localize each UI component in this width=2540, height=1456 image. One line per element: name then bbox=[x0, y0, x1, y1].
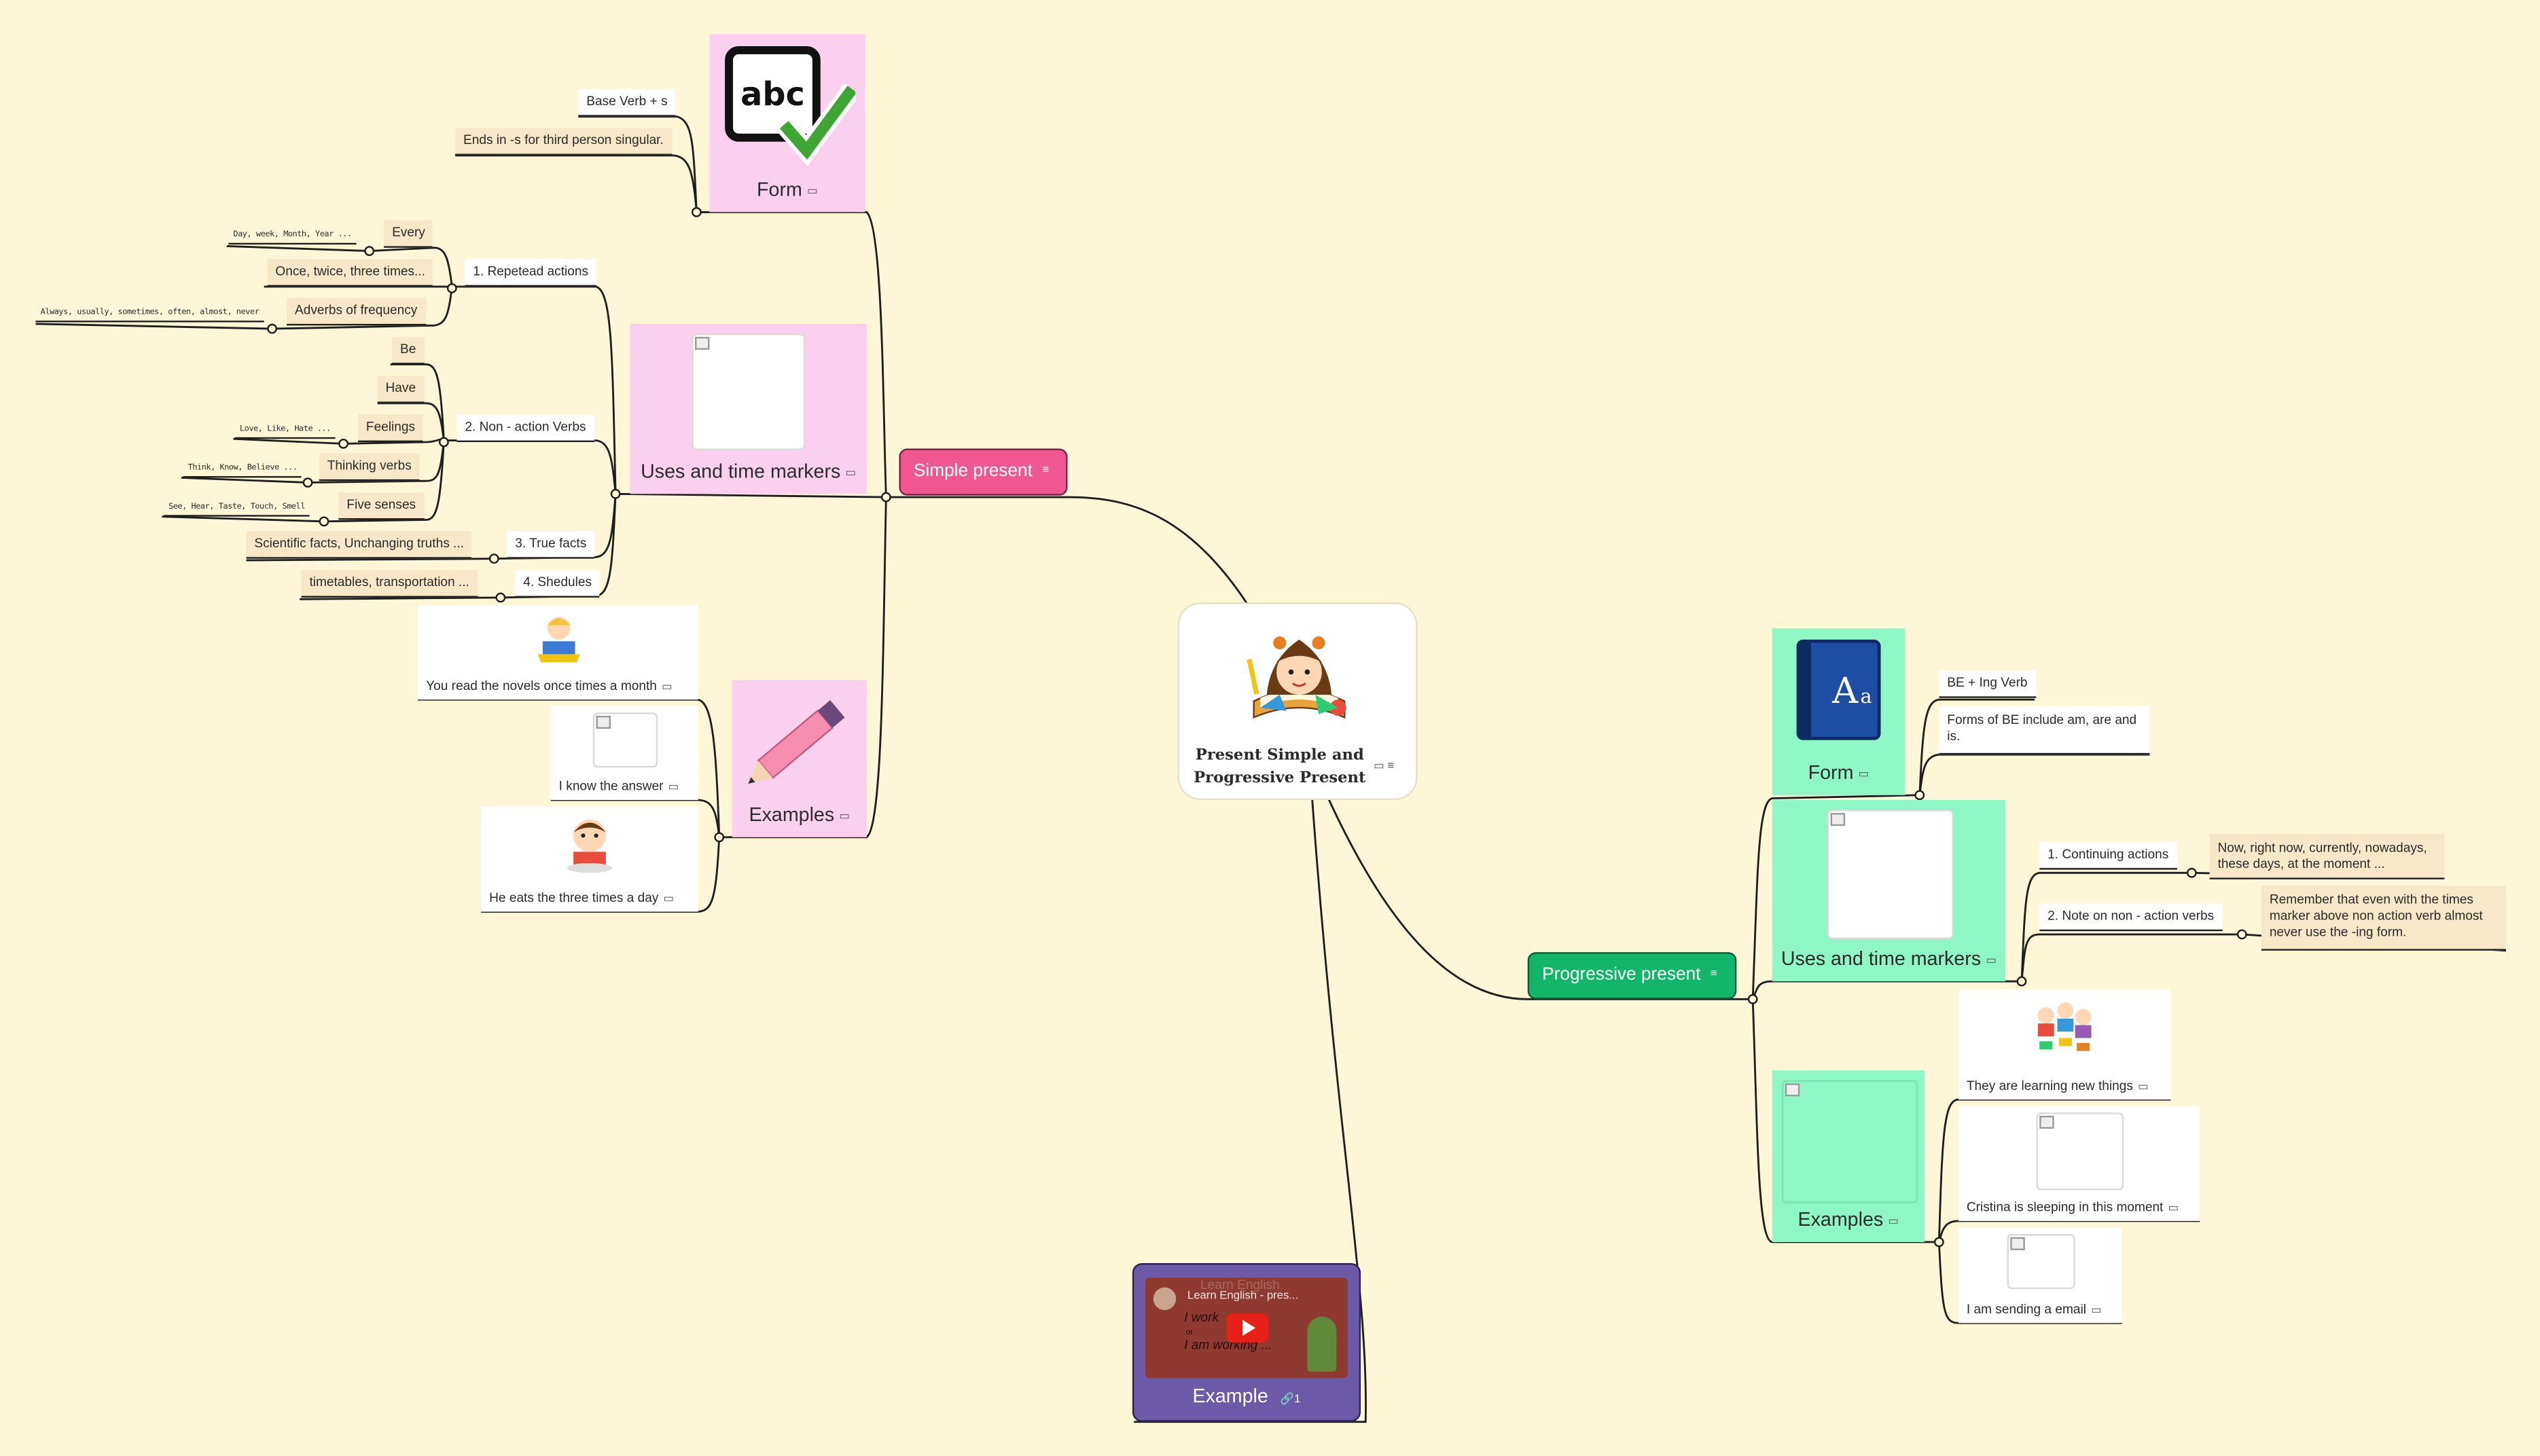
form-note-base-verb[interactable]: Base Verb + s bbox=[578, 89, 676, 117]
video-line-2: or bbox=[1185, 1328, 1194, 1338]
broken-image-icon bbox=[2036, 1112, 2124, 1190]
thinking-verbs-label[interactable]: Thinking verbs bbox=[319, 453, 420, 481]
simple-examples-caption: Examples▭ bbox=[749, 803, 851, 826]
once-twice-label[interactable]: Once, twice, three times... bbox=[267, 259, 433, 287]
progressive-examples-caption: Examples▭ bbox=[1797, 1207, 1899, 1231]
progressive-present-topic[interactable]: Progressive present ≡ bbox=[1527, 952, 1737, 1000]
notes-icon: ≡ bbox=[1710, 968, 1717, 980]
broken-image-icon bbox=[2007, 1234, 2075, 1290]
simple-present-label: Simple present bbox=[913, 461, 1033, 481]
central-title: Present Simple and Progressive Present bbox=[1194, 746, 1366, 787]
video-avatar bbox=[1153, 1287, 1177, 1311]
svg-text:A: A bbox=[1831, 670, 1859, 712]
non-action-note[interactable]: Remember that even with the times marker… bbox=[2261, 886, 2506, 951]
schedules-note[interactable]: timetables, transportation ... bbox=[301, 570, 478, 598]
video-example-card[interactable]: Learn English Learn English - pres... I … bbox=[1132, 1262, 1361, 1422]
girl-reading-icon bbox=[1247, 636, 1346, 719]
example-card-sleeping[interactable]: Cristina is sleeping in this moment▭ bbox=[1958, 1106, 2200, 1221]
simple-form-caption: Form▭ bbox=[757, 178, 818, 201]
example-card-read-novels[interactable]: You read the novels once times a month▭ bbox=[418, 605, 698, 700]
broken-image-icon bbox=[1827, 809, 1954, 940]
true-facts-label[interactable]: 3. True facts bbox=[507, 531, 595, 559]
dictionary-book-icon: A a bbox=[1796, 639, 1881, 740]
progressive-examples-card[interactable]: Examples▭ bbox=[1772, 1070, 1925, 1242]
video-caption: Example 🔗1 bbox=[1192, 1384, 1301, 1408]
presenter-figure bbox=[1307, 1316, 1337, 1372]
non-action-note-label[interactable]: 2. Note on non - action verbs bbox=[2039, 903, 2223, 932]
progressive-uses-card[interactable]: Uses and time markers▭ bbox=[1772, 799, 2006, 982]
have-label[interactable]: Have bbox=[377, 376, 425, 403]
feelings-label[interactable]: Feelings bbox=[357, 414, 423, 442]
child-reading-icon bbox=[537, 617, 580, 663]
broken-image-icon bbox=[592, 712, 658, 768]
notes-icon: ≡ bbox=[1042, 465, 1050, 477]
simple-present-topic[interactable]: Simple present ≡ bbox=[899, 448, 1068, 496]
every-note[interactable]: Day, week, Month, Year ... bbox=[228, 227, 357, 245]
link-icon: 🔗 bbox=[1280, 1394, 1295, 1406]
progressive-present-label: Progressive present bbox=[1542, 965, 1701, 985]
example-text-know: I know the answer bbox=[558, 778, 664, 794]
svg-text:abc: abc bbox=[740, 76, 805, 113]
simple-uses-caption: Uses and time markers▭ bbox=[641, 460, 857, 483]
progressive-uses-caption: Uses and time markers▭ bbox=[1781, 947, 1997, 970]
progressive-form-card[interactable]: A a Form▭ bbox=[1772, 628, 1906, 795]
thinking-note[interactable]: Think, Know, Believe ... bbox=[183, 460, 302, 478]
video-overlay-text: Learn English bbox=[1200, 1277, 1280, 1292]
link-count: 1 bbox=[1294, 1394, 1301, 1406]
continuing-actions-label[interactable]: 1. Continuing actions bbox=[2039, 841, 2177, 870]
adverbs-note[interactable]: Always, usually, sometimes, often, almos… bbox=[35, 304, 264, 323]
video-line-1: I work bbox=[1184, 1310, 1219, 1325]
form-note-third-person[interactable]: Ends in -s for third person singular. bbox=[455, 128, 672, 156]
schedules-label[interactable]: 4. Shedules bbox=[515, 570, 600, 598]
example-card-eats[interactable]: He eats the three times a day▭ bbox=[481, 806, 698, 912]
central-topic[interactable]: Present Simple and Progressive Present ▭… bbox=[1177, 602, 1418, 800]
youtube-play-icon[interactable] bbox=[1226, 1313, 1269, 1343]
repeated-actions-label[interactable]: 1. Repetead actions bbox=[465, 259, 596, 287]
pencil-icon bbox=[748, 699, 845, 784]
example-card-learning[interactable]: They are learning new things▭ bbox=[1958, 989, 2171, 1100]
example-text-learning: They are learning new things bbox=[1966, 1078, 2133, 1093]
example-text-email: I am sending a email bbox=[1966, 1302, 2086, 1317]
prog-form-note-be-ing[interactable]: BE + Ing Verb bbox=[1939, 670, 2036, 698]
non-action-verbs-label[interactable]: 2. Non - action Verbs bbox=[457, 414, 594, 442]
svg-text:a: a bbox=[1861, 685, 1872, 708]
example-text-sleeping: Cristina is sleeping in this moment bbox=[1966, 1199, 2164, 1215]
continuing-actions-note[interactable]: Now, right now, currently, nowadays, the… bbox=[2209, 834, 2445, 879]
true-facts-note[interactable]: Scientific facts, Unchanging truths ... bbox=[246, 531, 472, 559]
be-label[interactable]: Be bbox=[392, 336, 425, 365]
note-icon: ▭ ≡ bbox=[1374, 761, 1395, 773]
video-thumbnail[interactable]: Learn English Learn English - pres... I … bbox=[1145, 1277, 1348, 1379]
feelings-note[interactable]: Love, Like, Hate ... bbox=[234, 421, 336, 439]
simple-examples-card[interactable]: Examples▭ bbox=[732, 680, 867, 837]
prog-form-note-forms[interactable]: Forms of BE include am, are and is. bbox=[1939, 706, 2150, 755]
broken-image-icon bbox=[692, 333, 806, 450]
five-senses-label[interactable]: Five senses bbox=[338, 492, 425, 520]
adverbs-frequency-label[interactable]: Adverbs of frequency bbox=[287, 297, 426, 326]
video-title: Learn English - pres... bbox=[1187, 1290, 1299, 1303]
every-label[interactable]: Every bbox=[384, 220, 433, 248]
abc-checkmark-icon: abc bbox=[725, 46, 856, 166]
progressive-form-caption: Form▭ bbox=[1808, 761, 1870, 784]
example-text-eats: He eats the three times a day bbox=[489, 890, 659, 905]
simple-form-card[interactable]: abc Form▭ bbox=[709, 34, 865, 213]
example-card-email[interactable]: I am sending a email▭ bbox=[1958, 1227, 2122, 1324]
broken-image-icon bbox=[1782, 1080, 1918, 1203]
example-card-know-answer[interactable]: I know the answer▭ bbox=[550, 706, 698, 800]
kids-learning-icon bbox=[2037, 1002, 2092, 1051]
example-text-read: You read the novels once times a month bbox=[426, 678, 657, 693]
simple-uses-card[interactable]: Uses and time markers▭ bbox=[630, 323, 867, 494]
senses-note[interactable]: See, Hear, Taste, Touch, Smell bbox=[163, 498, 310, 517]
child-eating-icon bbox=[567, 819, 613, 873]
